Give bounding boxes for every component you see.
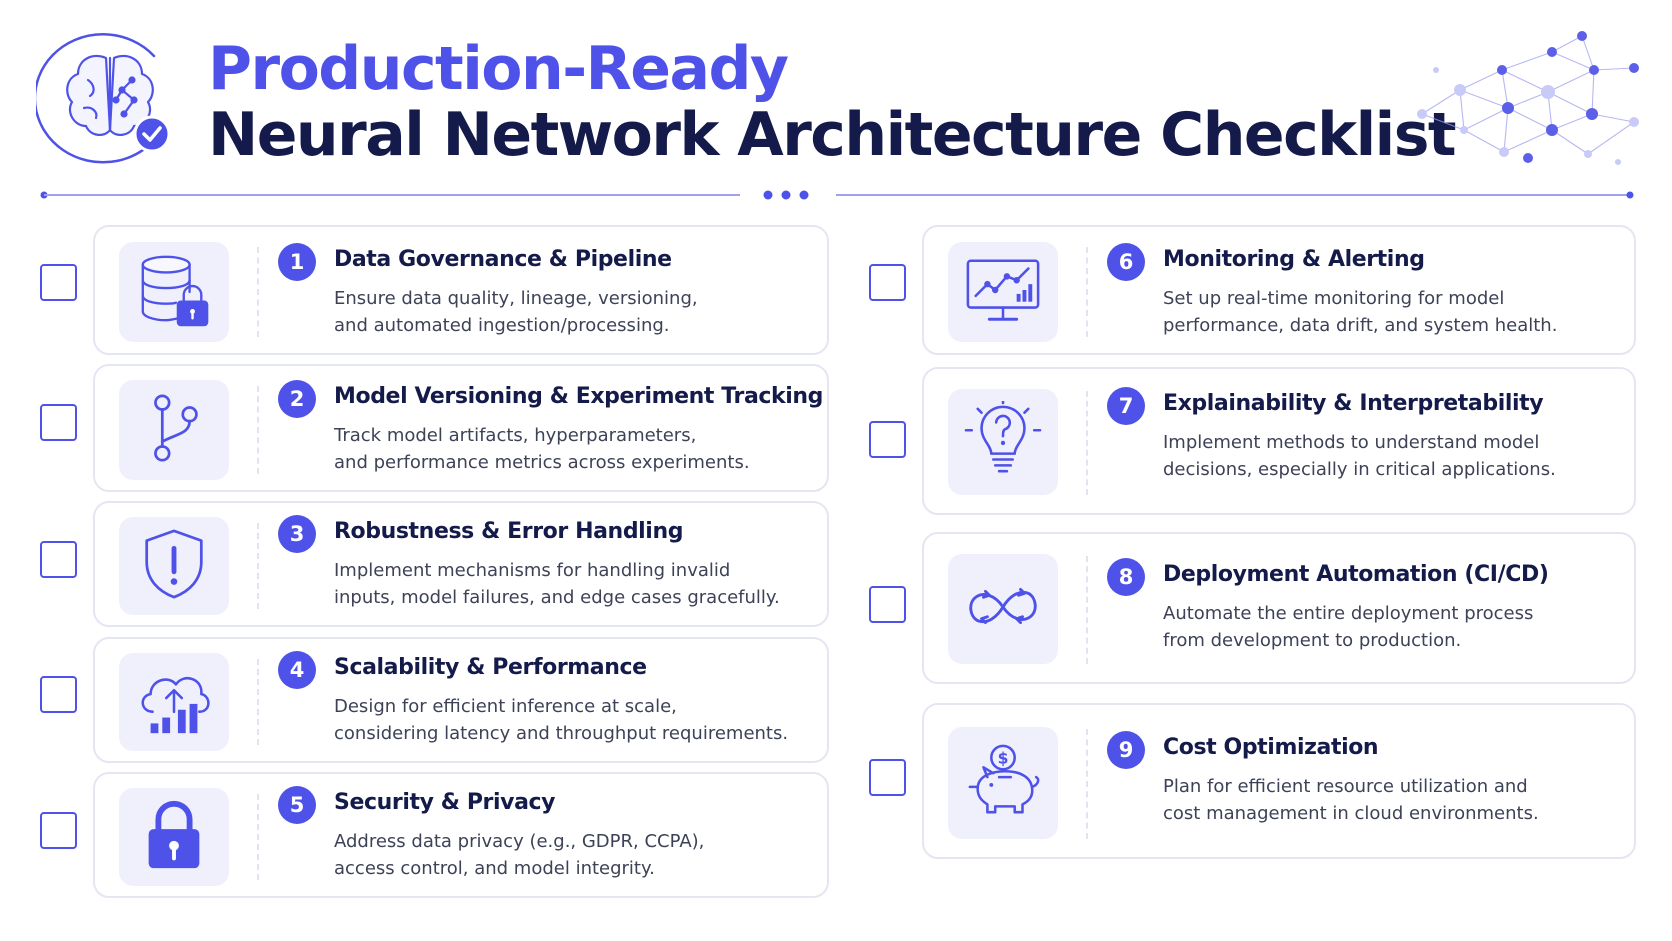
item-number-badge: 4 bbox=[278, 651, 316, 689]
item-number-badge: 2 bbox=[278, 380, 316, 418]
checklist-card-6: 6 Monitoring & Alerting Set up real-time… bbox=[922, 225, 1636, 355]
checkbox-item-6[interactable] bbox=[869, 264, 906, 301]
item-description-line2: and automated ingestion/processing. bbox=[334, 315, 670, 336]
item-description-line1: Implement mechanisms for handling invali… bbox=[334, 560, 731, 581]
git-branch-icon bbox=[135, 389, 213, 471]
item-description-line2: from development to production. bbox=[1163, 630, 1462, 651]
item-title: Robustness & Error Handling bbox=[334, 519, 684, 544]
checklist-card-4: 4 Scalability & Performance Design for e… bbox=[93, 637, 829, 763]
item-number-badge: 9 bbox=[1107, 731, 1145, 769]
svg-text:$: $ bbox=[998, 749, 1009, 767]
checkbox-item-9[interactable] bbox=[869, 759, 906, 796]
item-description-line2: inputs, model failures, and edge cases g… bbox=[334, 587, 780, 608]
item-description-line2: considering latency and throughput requi… bbox=[334, 723, 789, 744]
item-description-line1: Implement methods to understand model bbox=[1163, 432, 1540, 453]
checkbox-item-8[interactable] bbox=[869, 586, 906, 623]
item-description-line2: and performance metrics across experimen… bbox=[334, 452, 750, 473]
checklist-card-2: 2 Model Versioning & Experiment Tracking… bbox=[93, 364, 829, 492]
checklist-card-1: 1 Data Governance & Pipeline Ensure data… bbox=[93, 225, 829, 355]
neural-network-graphic-icon bbox=[1412, 30, 1644, 178]
checklist-card-8: 8 Deployment Automation (CI/CD) Automate… bbox=[922, 532, 1636, 684]
item-number-badge: 6 bbox=[1107, 243, 1145, 281]
item-description-line2: decisions, especially in critical applic… bbox=[1163, 459, 1556, 480]
item-title: Data Governance & Pipeline bbox=[334, 247, 672, 272]
page-title-line1: Production-Ready bbox=[208, 34, 789, 104]
item-description-line1: Ensure data quality, lineage, versioning… bbox=[334, 288, 698, 309]
padlock-icon bbox=[135, 796, 213, 878]
item-description-line2: access control, and model integrity. bbox=[334, 858, 655, 879]
item-title: Cost Optimization bbox=[1163, 735, 1379, 760]
infinity-loop-icon bbox=[964, 568, 1042, 650]
checklist-card-5: 5 Security & Privacy Address data privac… bbox=[93, 772, 829, 898]
checklist-card-3: 3 Robustness & Error Handling Implement … bbox=[93, 501, 829, 627]
item-title: Scalability & Performance bbox=[334, 655, 647, 680]
item-title: Explainability & Interpretability bbox=[1163, 391, 1544, 416]
item-number-badge: 3 bbox=[278, 515, 316, 553]
item-description-line1: Plan for efficient resource utilization … bbox=[1163, 776, 1528, 797]
item-number-badge: 7 bbox=[1107, 387, 1145, 425]
page-title-line2: Neural Network Architecture Checklist bbox=[208, 100, 1457, 170]
monitor-chart-icon bbox=[964, 251, 1042, 333]
item-number-badge: 1 bbox=[278, 243, 316, 281]
shield-alert-icon bbox=[135, 525, 213, 607]
item-title: Security & Privacy bbox=[334, 790, 556, 815]
piggy-bank-icon: $ bbox=[964, 742, 1042, 824]
brain-check-logo-icon bbox=[33, 30, 184, 168]
item-description-line1: Automate the entire deployment process bbox=[1163, 603, 1534, 624]
checkbox-item-7[interactable] bbox=[869, 421, 906, 458]
item-description-line2: cost management in cloud environments. bbox=[1163, 803, 1539, 824]
item-description-line2: performance, data drift, and system heal… bbox=[1163, 315, 1558, 336]
item-number-badge: 5 bbox=[278, 786, 316, 824]
cloud-scale-icon bbox=[135, 661, 213, 743]
checkbox-item-3[interactable] bbox=[40, 541, 77, 578]
checkbox-item-2[interactable] bbox=[40, 404, 77, 441]
checklist-card-7: 7 Explainability & Interpretability Impl… bbox=[922, 367, 1636, 515]
database-lock-icon bbox=[135, 251, 213, 333]
item-description-line1: Track model artifacts, hyperparameters, bbox=[334, 425, 697, 446]
checkbox-item-5[interactable] bbox=[40, 812, 77, 849]
checkbox-item-1[interactable] bbox=[40, 264, 77, 301]
item-title: Model Versioning & Experiment Tracking bbox=[334, 384, 824, 409]
checkbox-item-4[interactable] bbox=[40, 676, 77, 713]
item-description-line1: Set up real-time monitoring for model bbox=[1163, 288, 1505, 309]
item-description-line1: Address data privacy (e.g., GDPR, CCPA), bbox=[334, 831, 705, 852]
item-number-badge: 8 bbox=[1107, 558, 1145, 596]
header-divider bbox=[40, 186, 1634, 200]
item-title: Deployment Automation (CI/CD) bbox=[1163, 562, 1549, 587]
checklist-card-9: $ 9 Cost Optimization Plan for efficient… bbox=[922, 703, 1636, 859]
lightbulb-question-icon bbox=[964, 399, 1042, 483]
item-description-line1: Design for efficient inference at scale, bbox=[334, 696, 677, 717]
item-title: Monitoring & Alerting bbox=[1163, 247, 1425, 272]
